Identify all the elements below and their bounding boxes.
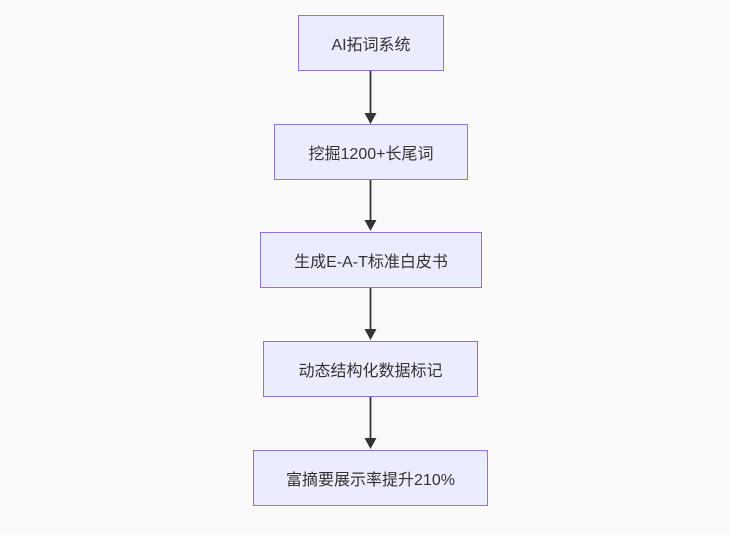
edge-arrow-4 [364,397,377,449]
flow-node-rich-snippet-rate-increase: 富摘要展示率提升210% [253,450,488,506]
edge-arrow-1 [364,71,377,124]
flow-node-generate-eat-whitepaper: 生成E-A-T标准白皮书 [260,232,482,288]
flow-node-label: AI拓词系统 [331,37,411,54]
flow-node-label: 挖掘1200+长尾词 [308,146,434,163]
flow-node-label: 动态结构化数据标记 [298,363,443,380]
edge-arrow-2 [364,180,377,231]
flow-node-mine-longtail-keywords: 挖掘1200+长尾词 [274,124,468,180]
flow-node-label: 富摘要展示率提升210% [286,472,455,489]
flow-node-dynamic-structured-data-markup: 动态结构化数据标记 [263,341,478,397]
edge-arrow-3 [364,288,377,340]
flow-node-ai-word-expansion-system: AI拓词系统 [298,15,444,71]
flow-node-label: 生成E-A-T标准白皮书 [294,254,448,271]
